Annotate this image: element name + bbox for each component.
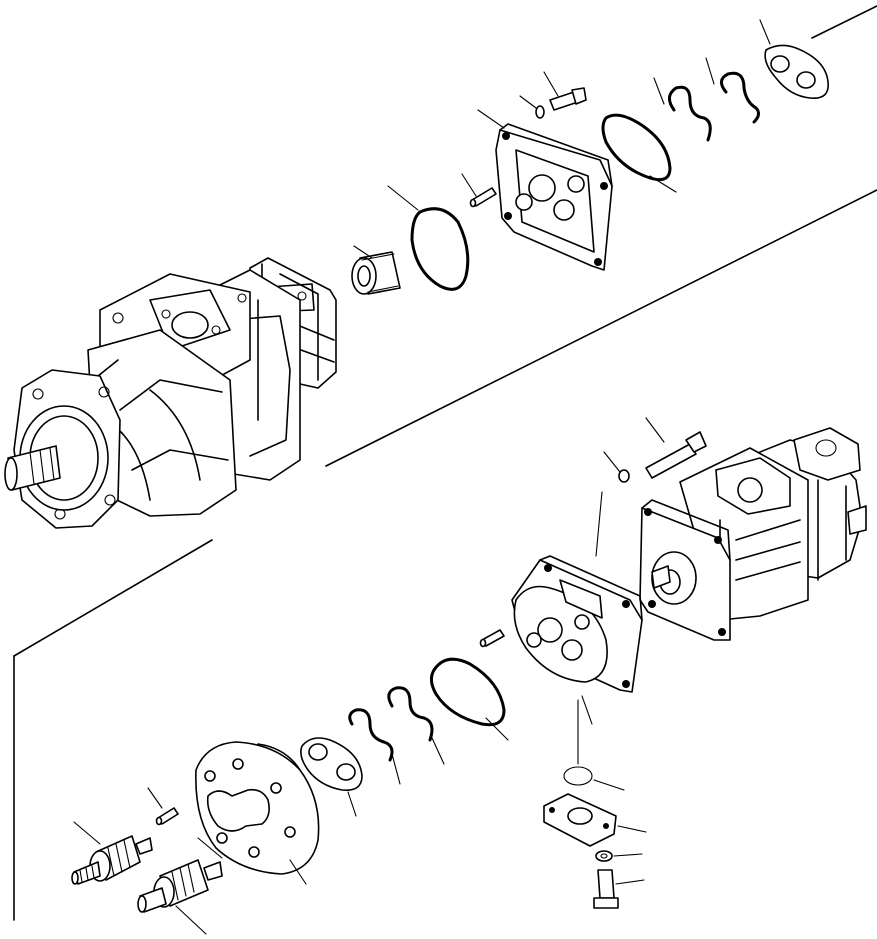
bolt-and-washer-bottom [595,431,707,557]
dowel-pin-top [469,187,497,208]
section-divider-lines [13,5,877,921]
seal-plate-bottom [300,737,363,792]
driven-gear [137,859,223,913]
oring-top-large [601,113,672,182]
drive-gear [71,835,153,885]
secondary-pump-assembly [639,427,867,641]
gasket-oring-top [410,207,470,291]
dowel-pin-bottom [479,629,505,648]
oring-bottom-large [429,657,506,727]
backup-rings-bottom [348,686,434,762]
dowel-pin-small [155,807,179,826]
needle-bearing [351,251,401,295]
leader-lines-top [353,19,771,259]
cover-plate-top [495,123,613,271]
front-cover-bottom [511,555,643,693]
gear-housing [195,741,320,875]
leader-lines-bottom [73,417,665,935]
bolt-and-washer-top [535,87,587,119]
main-pump-assembly [4,257,337,529]
port-flange-kit [543,699,619,909]
seal-plate-top [764,44,829,99]
backup-rings-top [668,71,761,142]
